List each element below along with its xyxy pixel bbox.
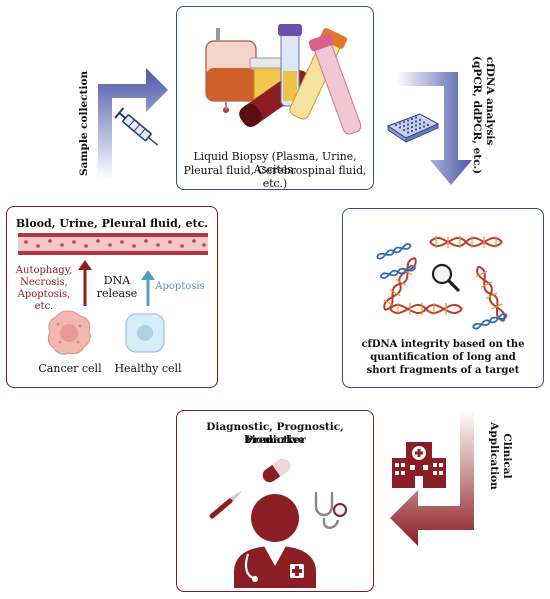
cfdna-analysis-arrow [396, 72, 472, 185]
sample-tubes-illustration [205, 24, 362, 135]
dna-long-fragment-right [475, 265, 506, 322]
sample-collection-arrow [98, 68, 168, 180]
dna-short-fragment-2 [379, 265, 417, 279]
left-process-line4: etc. [34, 301, 54, 312]
apoptosis-up-arrow [141, 270, 155, 306]
clinical-application-arrow [390, 410, 474, 546]
doctor-icon [234, 494, 316, 588]
stethoscope-icon [314, 492, 347, 529]
syringe-icon [114, 107, 159, 146]
hospital-icon [392, 442, 446, 488]
liquid-biopsy-label-line2: Pleural fluid, Cerebrospinal fluid, etc.… [183, 164, 367, 190]
pill-icon [262, 459, 290, 483]
dna-short-fragment-3 [472, 313, 508, 330]
clinical-application-line1: Clinical [501, 433, 513, 479]
purple-tube-icon [278, 24, 302, 107]
sample-collection-label: Sample collection [78, 70, 90, 176]
healthy-cell-label: Healthy cell [114, 362, 182, 375]
pcr-plate-icon [386, 113, 440, 143]
cancer-cell-label: Cancer cell [38, 362, 102, 375]
clinical-application-line2: Application [488, 422, 500, 490]
integrity-text-line1: cfDNA integrity based on the [361, 339, 525, 350]
pink-tube-icon [308, 33, 362, 135]
left-process-line2: Necrosis, [20, 277, 68, 288]
cancer-cell-icon [47, 310, 91, 355]
cfdna-integrity-panel [342, 208, 544, 388]
release-panel-title: Blood, Urine, Pleural fluid, etc. [15, 217, 209, 230]
cfdna-analysis-label-line2: (qPCR, ddPCR, etc.) [471, 56, 483, 175]
blood-vessel-icon [18, 233, 208, 255]
dna-release-line1: DNA [103, 274, 131, 287]
integrity-text-line3: short fragments of a target [366, 365, 520, 376]
dna-long-fragment-bottom [389, 303, 463, 315]
necrosis-up-arrow [78, 260, 92, 306]
dna-long-fragment-top [429, 236, 503, 248]
scalpel-icon [209, 490, 243, 519]
dna-short-fragment-1 [376, 243, 412, 260]
apoptosis-label: Apoptosis [155, 281, 205, 292]
biomarker-text-line2: biomarker [244, 434, 306, 446]
dna-fragments-illustration [376, 236, 508, 330]
cfdna-analysis-label-line1: cfDNA analysis [484, 56, 496, 146]
healthy-cell-icon [125, 313, 165, 353]
left-process-line3: Apoptosis, [17, 289, 71, 300]
integrity-text-line2: quantification of long and [370, 352, 516, 363]
liquid-biopsy-label-line1: Liquid Biopsy (Plasma, Urine, Ascites, [193, 150, 357, 176]
biomarker-text-line1: Diagnostic, Prognostic, Predictive [206, 421, 344, 446]
left-process-line1: Autophagy, [15, 265, 73, 276]
blood-bag-icon [205, 28, 257, 113]
dna-release-line2: release [96, 287, 138, 300]
doctor-illustration [209, 459, 347, 588]
magnifier-icon [431, 263, 460, 292]
